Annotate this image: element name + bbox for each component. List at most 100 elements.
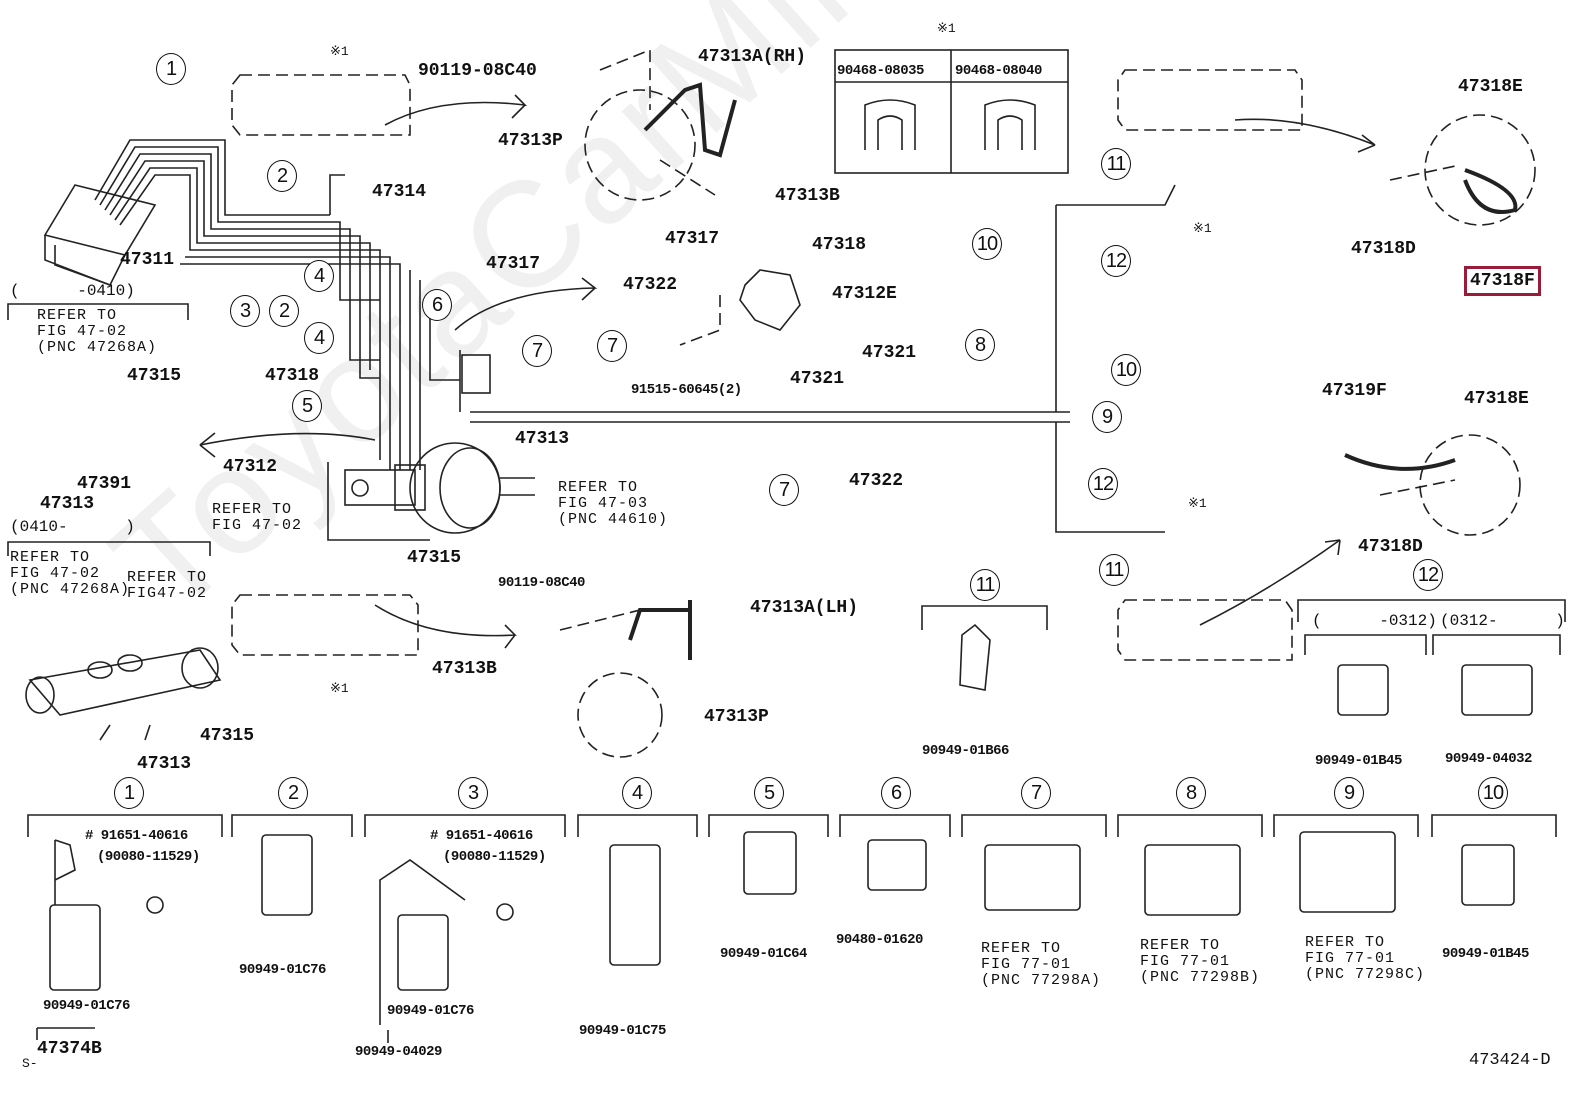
part-number[interactable]: 47322	[623, 275, 678, 295]
clamp-reference-circle[interactable]: 4	[622, 777, 652, 809]
part-number[interactable]: 90949-01C64	[720, 946, 807, 962]
clamp-reference-circle[interactable]: 2	[278, 777, 308, 809]
clamp-reference-circle[interactable]: 4	[304, 260, 334, 292]
note-mark: ※1	[330, 681, 349, 696]
part-number[interactable]: 47313P	[498, 131, 563, 151]
part-number[interactable]: 90949-01B45	[1442, 946, 1529, 962]
part-number[interactable]: 47391	[77, 474, 132, 494]
clamp-reference-circle[interactable]: 6	[422, 289, 452, 321]
clamp-reference-circle[interactable]: 11	[1099, 554, 1129, 586]
date-range: (0410- )	[10, 518, 135, 536]
clamp-reference-circle[interactable]: 2	[269, 295, 299, 327]
part-number[interactable]: 90480-01620	[836, 932, 923, 948]
note-mark: ※1	[937, 21, 956, 36]
clamp-reference-circle[interactable]: 2	[267, 160, 297, 192]
clamp-reference-circle[interactable]: 6	[881, 777, 911, 809]
clamp-reference-circle[interactable]: 11	[1101, 148, 1131, 180]
clamp-reference-circle[interactable]: 10	[1478, 777, 1508, 809]
clamp-reference-circle[interactable]: 7	[1021, 777, 1051, 809]
clamp-reference-circle[interactable]: 10	[972, 228, 1002, 260]
clamp-reference-circle[interactable]: 9	[1092, 401, 1122, 433]
clamp-reference-circle[interactable]: 12	[1088, 468, 1118, 500]
clamp-reference-circle[interactable]: 8	[965, 329, 995, 361]
part-number[interactable]: 47311	[120, 250, 175, 270]
part-number[interactable]: 47318E	[1458, 77, 1523, 97]
part-number[interactable]: 90468-08040	[955, 63, 1042, 79]
note-mark: ※1	[1193, 221, 1212, 236]
part-number[interactable]: 47317	[486, 254, 541, 274]
part-number[interactable]: 90949-04029	[355, 1044, 442, 1060]
part-number[interactable]: 47313B	[432, 659, 497, 679]
clamp-reference-circle[interactable]: 8	[1176, 777, 1206, 809]
clamp-reference-circle[interactable]: 9	[1334, 777, 1364, 809]
part-number[interactable]: 47317	[665, 229, 720, 249]
note-mark: ※1	[330, 44, 349, 59]
part-number[interactable]: 47313P	[704, 707, 769, 727]
part-number[interactable]: 47318D	[1351, 239, 1416, 259]
part-number[interactable]: 90949-01B66	[922, 743, 1009, 759]
part-number[interactable]: 47319F	[1322, 381, 1387, 401]
brake-booster	[344, 442, 535, 534]
date-range: ( -0312)	[1312, 612, 1437, 630]
part-number-highlighted[interactable]: 47318F	[1464, 266, 1541, 296]
clamp-reference-circle[interactable]: 12	[1101, 245, 1131, 277]
part-number[interactable]: 90119-08C40	[418, 61, 537, 81]
refer-note: REFER TO FIG 77-01 (PNC 77298A)	[981, 940, 1102, 989]
proportioning-valve	[461, 269, 801, 394]
clamp-reference-circle[interactable]: 1	[114, 777, 144, 809]
part-number[interactable]: 90949-01C76	[43, 998, 130, 1014]
part-number[interactable]: 47313	[515, 429, 570, 449]
clamp-reference-circle[interactable]: 3	[458, 777, 488, 809]
part-number[interactable]: 47318D	[1358, 537, 1423, 557]
part-number[interactable]: 90949-01B45	[1315, 753, 1402, 769]
clamp-reference-circle[interactable]: 10	[1111, 354, 1141, 386]
part-number[interactable]: (90080-11529)	[97, 849, 200, 865]
part-number[interactable]: 47315	[127, 366, 182, 386]
refer-note: REFER TO FIG 47-02	[212, 501, 303, 534]
part-number[interactable]: 90949-01C76	[239, 962, 326, 978]
clamp-reference-circle[interactable]: 5	[754, 777, 784, 809]
part-number[interactable]: 47313A(LH)	[750, 598, 859, 618]
clamp-reference-circle[interactable]: 5	[292, 390, 322, 422]
part-number[interactable]: 47312	[223, 457, 278, 477]
clamp-reference-circle[interactable]: 1	[156, 53, 186, 85]
clamp-reference-circle[interactable]: 7	[769, 474, 799, 506]
clamp-reference-circle[interactable]: 4	[304, 322, 334, 354]
part-number[interactable]: 47312E	[832, 284, 897, 304]
part-number[interactable]: 47322	[849, 471, 904, 491]
clamp-reference-circle[interactable]: 12	[1413, 559, 1443, 591]
part-number[interactable]: # 91651-40616	[85, 828, 188, 844]
part-number[interactable]: 47313	[137, 754, 192, 774]
clamp-reference-circle[interactable]: 7	[522, 335, 552, 367]
clamp-reference-circle[interactable]: 11	[970, 569, 1000, 601]
clip-table	[834, 49, 1069, 174]
part-number[interactable]: 47321	[862, 343, 917, 363]
main-brake-line	[470, 184, 1176, 533]
part-number[interactable]: 47315	[200, 726, 255, 746]
part-number[interactable]: 90949-01C75	[579, 1023, 666, 1039]
refer-note: REFER TO FIG 47-02 (PNC 47268A)	[37, 307, 158, 356]
part-number[interactable]: 47313A(RH)	[698, 47, 807, 67]
clamp-reference-circle[interactable]: 3	[230, 295, 260, 327]
part-number[interactable]: 90468-08035	[837, 63, 924, 79]
part-number[interactable]: 90949-04032	[1445, 751, 1532, 767]
abs-actuator	[43, 184, 157, 287]
part-number[interactable]: 47321	[790, 369, 845, 389]
part-number[interactable]: 47318	[265, 366, 320, 386]
part-number[interactable]: 90949-01C76	[387, 1003, 474, 1019]
note-mark: ※1	[1188, 496, 1207, 511]
detail-boxes	[231, 48, 1536, 758]
part-number[interactable]: # 91651-40616	[430, 828, 533, 844]
part-number[interactable]: 47374B	[37, 1039, 102, 1059]
part-number[interactable]: 47313B	[775, 186, 840, 206]
part-number[interactable]: 47315	[407, 548, 462, 568]
part-number[interactable]: 47318	[812, 235, 867, 255]
part-number[interactable]: (90080-11529)	[443, 849, 546, 865]
part-number[interactable]: 90119-08C40	[498, 575, 585, 591]
clamp-reference-circle[interactable]: 7	[597, 330, 627, 362]
part-number[interactable]: 47314	[372, 182, 427, 202]
part-number[interactable]: 91515-60645(2)	[631, 382, 742, 398]
part-number[interactable]: 47318E	[1464, 389, 1529, 409]
part-number[interactable]: 47313	[40, 494, 95, 514]
